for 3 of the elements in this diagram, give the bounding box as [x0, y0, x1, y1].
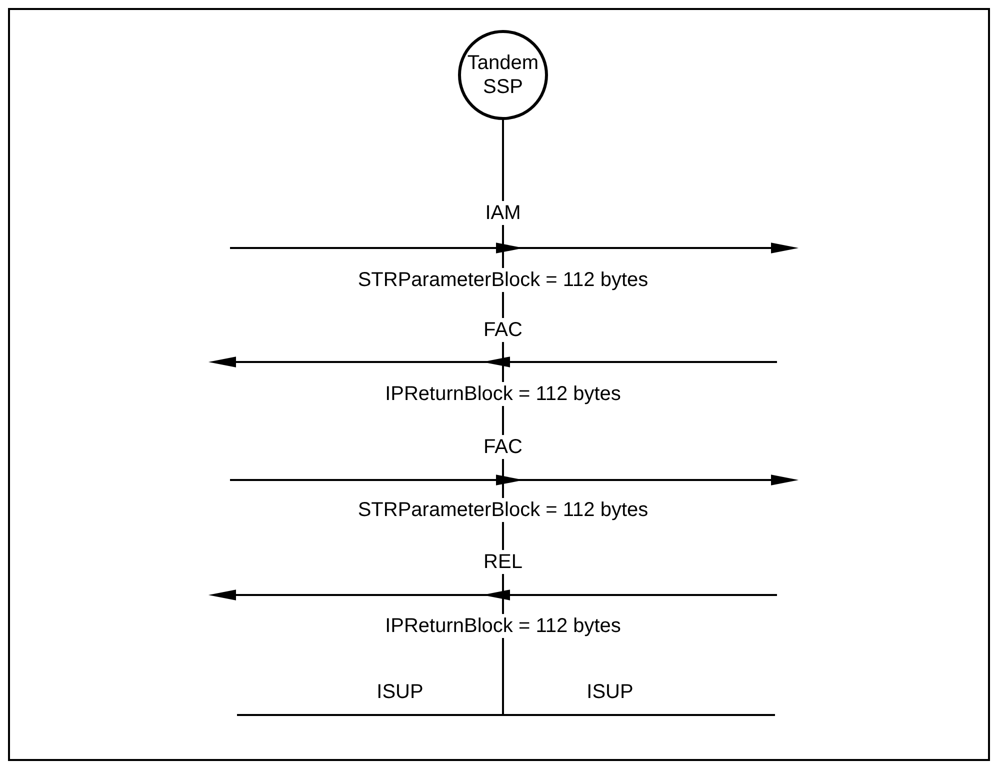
node-circle: Tandem SSP [458, 30, 548, 120]
parameter-text: STRParameterBlock = 112 bytes [356, 498, 650, 522]
parameter-text: STRParameterBlock = 112 bytes [356, 268, 650, 292]
